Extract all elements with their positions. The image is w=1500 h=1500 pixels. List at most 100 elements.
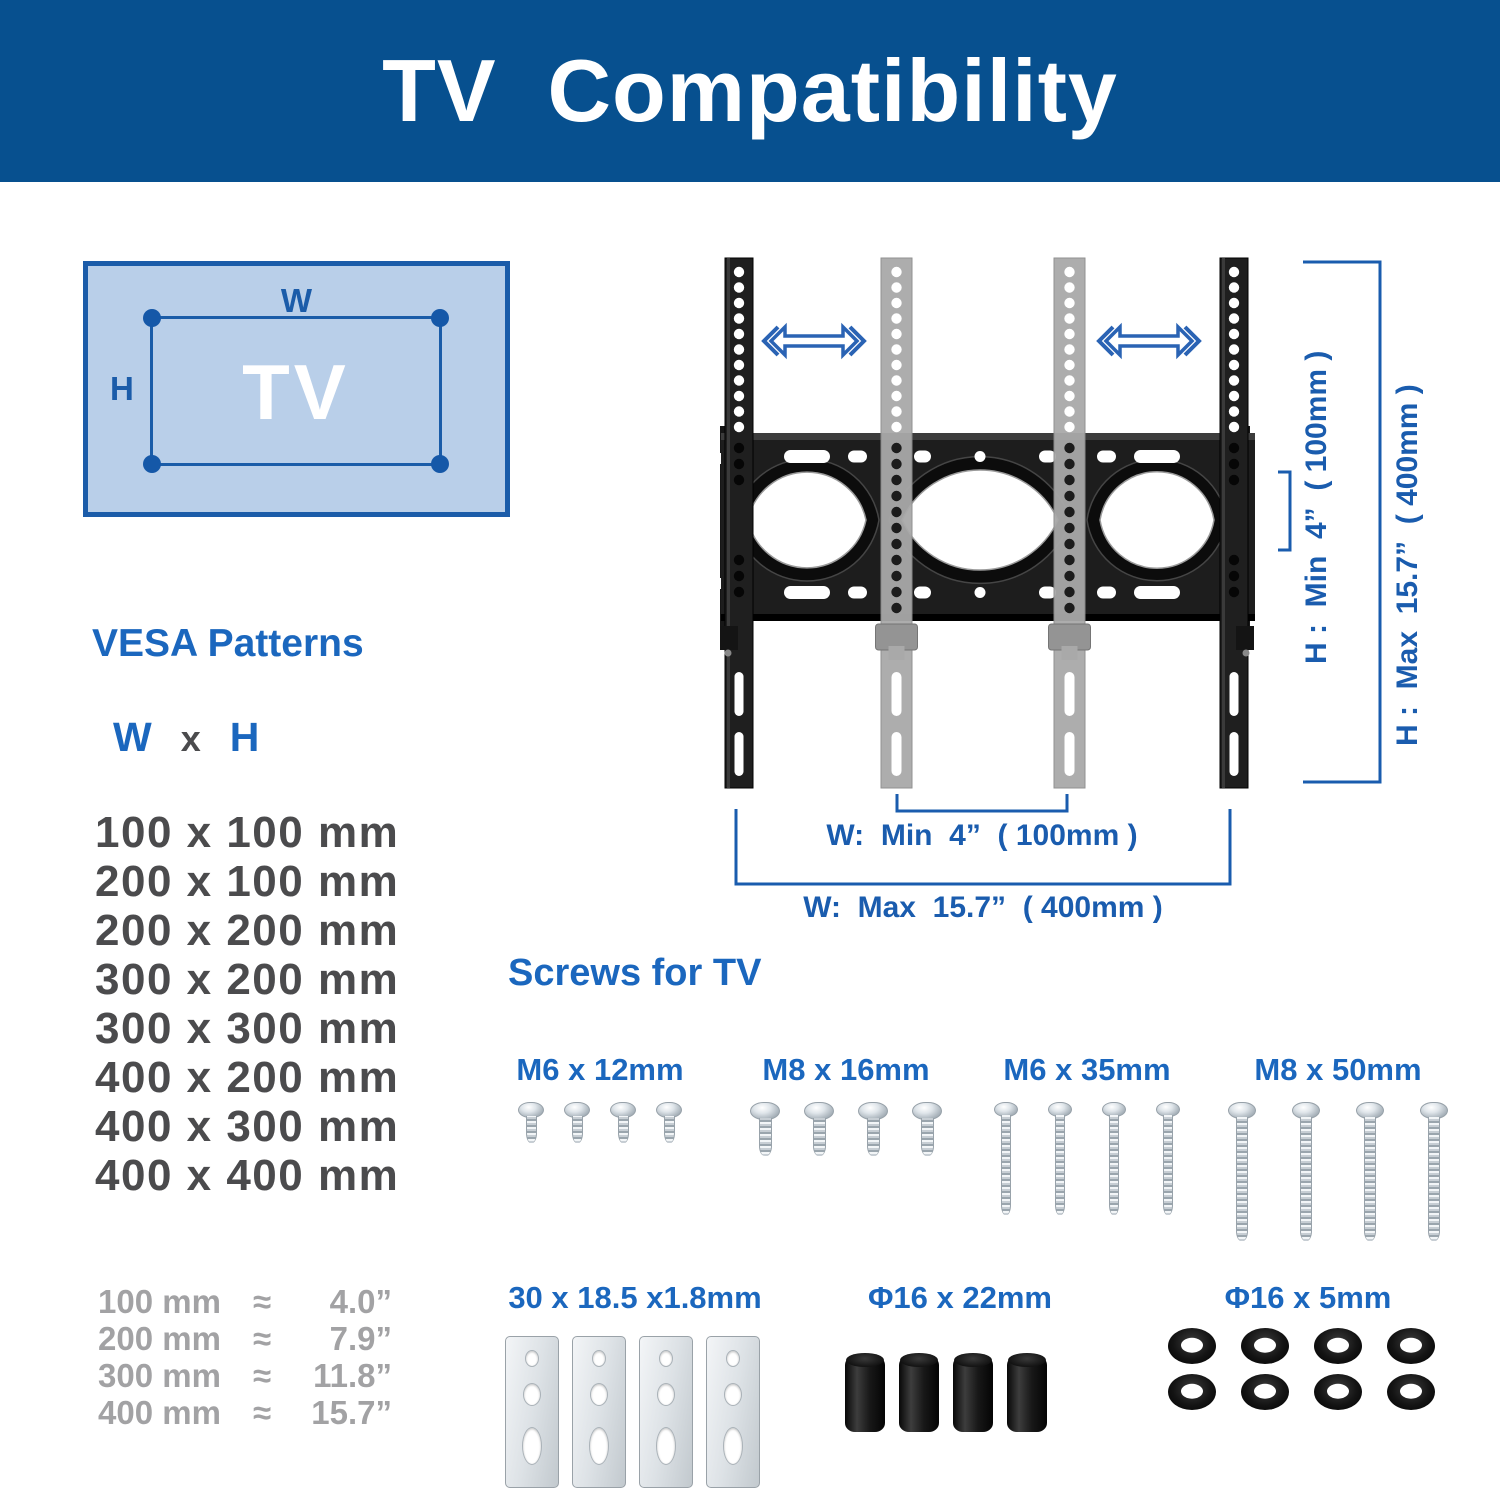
h-min-label: H : Min 4” ( 100mm ) (1300, 351, 1333, 664)
tv-height-label: H (110, 370, 134, 407)
screw-shaft (525, 1116, 537, 1143)
plate-hole (523, 1383, 541, 1406)
w-max-label: W: Max 15.7” ( 400mm ) (803, 891, 1163, 924)
screw-group-m6x35: M6 x 35mm (980, 1052, 1194, 1215)
tv-rail-gray-left (875, 257, 918, 789)
screw-icon (858, 1102, 888, 1156)
washer-icon (1168, 1328, 1216, 1364)
screw-icon (912, 1102, 942, 1156)
screw-row (730, 1102, 962, 1156)
spacer-cylinder-group (845, 1353, 1061, 1432)
horizontal-adjust-arrow-icon (1096, 322, 1202, 360)
plate-hole (592, 1350, 606, 1367)
washer-icon (1387, 1374, 1435, 1410)
h-header: H (229, 714, 260, 760)
screw-shaft (866, 1118, 880, 1156)
screw-shaft (1236, 1117, 1248, 1241)
corner-dot (143, 455, 161, 473)
corner-dot (431, 455, 449, 473)
mount-bracket-diagram: H : Min 4” ( 100mm ) H : Max 15.7” ( 400… (690, 248, 1470, 938)
washer-hole (1181, 1383, 1203, 1399)
washer-icon (1314, 1374, 1362, 1410)
tv-rail-black-right (1219, 257, 1254, 789)
screw-icon (1292, 1102, 1320, 1241)
vesa-pattern-item: 400 x 200 mm (95, 1053, 400, 1102)
tv-size-diagram: W H TV (83, 261, 510, 517)
w-max-bracket (734, 809, 1232, 886)
screw-icon (1420, 1102, 1448, 1241)
vesa-pattern-item: 300 x 200 mm (95, 955, 400, 1004)
spacer-cylinder-icon (1007, 1353, 1047, 1432)
vesa-pattern-list: 100 x 100 mm 200 x 100 mm 200 x 200 mm 3… (95, 808, 399, 1200)
plate-hole (726, 1350, 740, 1367)
spacer-cylinder-icon (845, 1353, 885, 1432)
dimension-lines (734, 260, 1382, 886)
mm-value: 300 mm (98, 1357, 221, 1394)
spacer-plate-icon (639, 1336, 693, 1488)
tv-rail-gray-right (1048, 257, 1091, 789)
plate-hole (525, 1350, 539, 1367)
spacer-plate-group (505, 1336, 773, 1488)
screw-shaft (571, 1116, 583, 1143)
screw-row (980, 1102, 1194, 1215)
spacer-plate-icon (706, 1336, 760, 1488)
plate-hole (657, 1383, 675, 1406)
approx-sign: ≈ (252, 1394, 272, 1431)
horizontal-adjust-arrow-icon (761, 322, 867, 360)
screw-shaft (920, 1118, 934, 1156)
w-header: W (113, 714, 152, 760)
washer-hole (1327, 1337, 1349, 1353)
plate-slot-cutouts (784, 450, 1180, 599)
spacer-cylinder-icon (899, 1353, 939, 1432)
inch-value: 15.7” (311, 1394, 392, 1431)
mm-value: 400 mm (98, 1394, 221, 1431)
screw-icon (610, 1102, 636, 1143)
screw-row (500, 1102, 700, 1143)
screw-icon (1156, 1102, 1180, 1215)
plate-oval-cutout (734, 458, 880, 582)
vesa-pattern-item: 400 x 400 mm (95, 1151, 400, 1200)
mm-value: 100 mm (98, 1283, 221, 1320)
plate-hole (659, 1350, 673, 1367)
vesa-pattern-item: 400 x 300 mm (95, 1102, 400, 1151)
washer-hole (1327, 1383, 1349, 1399)
mm-inch-conversion-list: 100 mm≈4.0” 200 mm≈7.9” 300 mm≈11.8” 400… (98, 1283, 392, 1431)
washer-hole (1400, 1337, 1422, 1353)
conversion-row: 300 mm ≈11.8” (98, 1357, 392, 1394)
screw-shaft (1364, 1117, 1376, 1241)
washer-icon (1241, 1374, 1289, 1410)
vesa-pattern-item: 200 x 200 mm (95, 906, 400, 955)
vesa-pattern-item: 100 x 100 mm (95, 808, 400, 857)
screw-shaft (1163, 1115, 1173, 1215)
screw-icon (518, 1102, 544, 1143)
mm-value: 200 mm (98, 1320, 221, 1357)
screw-shaft (1300, 1117, 1312, 1241)
vesa-heading: VESA Patterns (92, 622, 364, 665)
screw-shaft (758, 1118, 772, 1156)
spacer-plate-icon (505, 1336, 559, 1488)
screw-shaft (812, 1118, 826, 1156)
plate-hole (589, 1427, 609, 1465)
approx-sign: ≈ (252, 1320, 272, 1357)
plate-oval-cutout (1086, 458, 1228, 582)
w-min-bracket (895, 794, 1069, 813)
washer-label: Φ16 x 5mm (1224, 1280, 1392, 1315)
w-min-label: W: Min 4” ( 100mm ) (826, 819, 1137, 852)
conversion-row: 100 mm≈4.0” (98, 1283, 392, 1320)
spacer-cylinder-icon (953, 1353, 993, 1432)
washer-icon (1314, 1328, 1362, 1364)
screw-group-m8x50: M8 x 50mm (1205, 1052, 1471, 1241)
inch-value: 11.8” (313, 1357, 392, 1394)
plate-hole (724, 1383, 742, 1406)
screw-icon (804, 1102, 834, 1156)
screw-shaft (617, 1116, 629, 1143)
washer-group (1168, 1328, 1435, 1410)
screw-group-m8x16: M8 x 16mm (730, 1052, 962, 1156)
plate-hole (590, 1383, 608, 1406)
banner: TV Compatibility (0, 0, 1500, 182)
plate-hole (723, 1427, 743, 1465)
approx-sign: ≈ (252, 1357, 272, 1394)
screw-size-label: M6 x 12mm (516, 1052, 684, 1087)
plate-hole (656, 1427, 676, 1465)
